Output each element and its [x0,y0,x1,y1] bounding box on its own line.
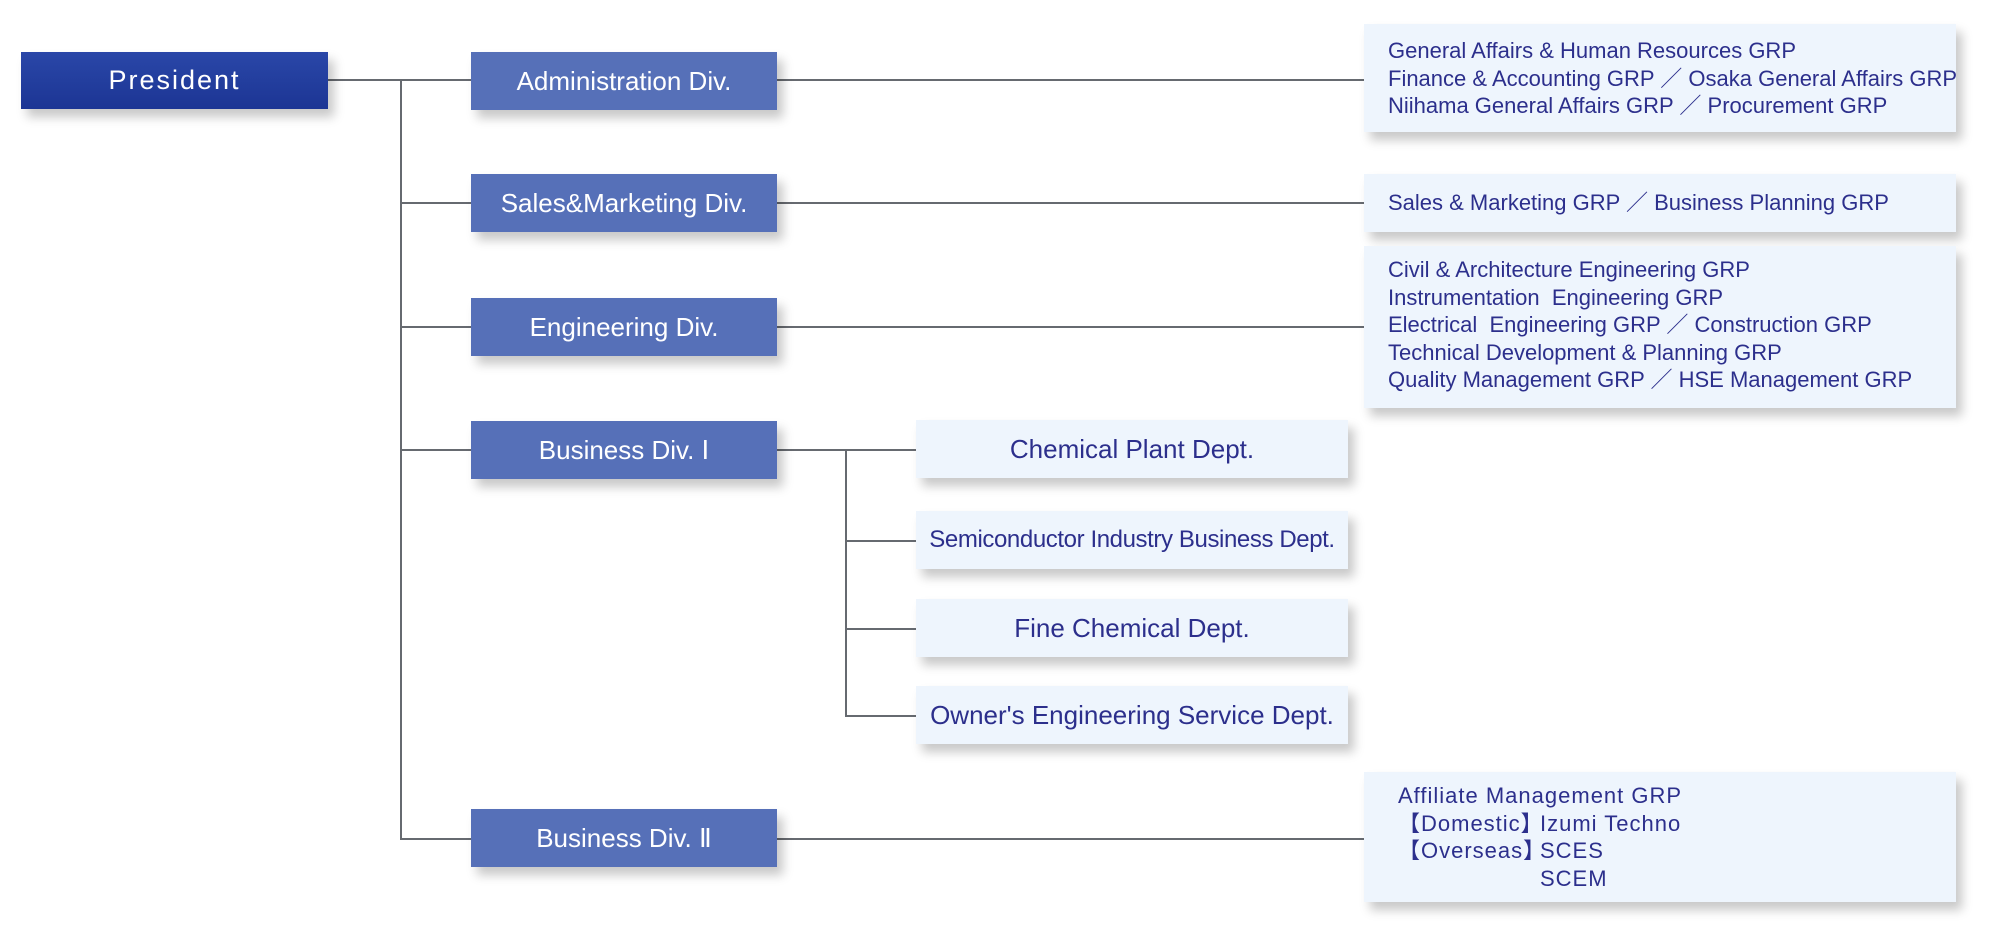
group-line: Technical Development & Planning GRP [1388,339,1782,365]
group-line: Quality Management GRP ／ HSE Management … [1388,367,1913,392]
overseas-line: SCEM [1398,865,1932,893]
business-div-1-box: Business Div. Ⅰ [471,421,777,479]
engineering-groups-box: Civil & Architecture Engineering GRP Ins… [1364,246,1956,408]
business-div-2-label: Business Div. Ⅱ [536,822,712,853]
overseas-line: 【Overseas】 SCES [1398,837,1932,865]
domestic-line: 【Domestic】 Izumi Techno [1398,810,1932,838]
connector-engineering-div [400,326,471,328]
connector-dept-semiconductor [845,540,916,542]
sales-groups-box: Sales & Marketing GRP ／ Business Plannin… [1364,174,1956,232]
admin-groups-box: General Affairs & Human Resources GRP Fi… [1364,24,1958,132]
connector-sales-groups [777,202,1364,204]
engineering-div-label: Engineering Div. [529,311,719,342]
business-div-1-label: Business Div. Ⅰ [538,434,710,465]
fine-chemical-dept-label: Fine Chemical Dept. [1014,612,1250,643]
connector-main-vertical [400,79,402,839]
semiconductor-dept-box: Semiconductor Industry Business Dept. [916,511,1348,569]
overseas-value: SCEM [1540,865,1608,891]
connector-president-trunk [328,79,400,81]
overseas-label: 【Overseas】 [1398,838,1547,863]
connector-departments-vertical [845,449,847,716]
connector-business-div-2-groups [777,838,1364,840]
group-line: Finance & Accounting GRP ／ Osaka General… [1388,65,1958,91]
administration-div-box: Administration Div. [471,52,777,110]
connector-business-div-1-departments [777,449,916,451]
group-line: Electrical Engineering GRP ／ Constructio… [1388,312,1872,337]
group-line: Civil & Architecture Engineering GRP [1388,257,1750,282]
domestic-label: 【Domestic】 [1398,810,1544,836]
group-line: General Affairs & Human Resources GRP [1388,38,1796,63]
chemical-plant-dept-label: Chemical Plant Dept. [1009,433,1255,464]
business-div-2-box: Business Div. Ⅱ [471,809,777,867]
group-line: Instrumentation Engineering GRP [1388,284,1724,310]
owners-engineering-dept-box: Owner's Engineering Service Dept. [916,686,1348,744]
affiliate-management-line: Affiliate Management GRP [1398,782,1932,810]
connector-business-div-2 [400,838,471,840]
connector-sales-div [400,202,471,204]
overseas-spacer [1398,865,1540,893]
president-label: President [108,65,241,95]
sales-marketing-div-label: Sales&Marketing Div. [500,187,748,218]
engineering-div-box: Engineering Div. [471,298,777,356]
overseas-value: SCES [1540,838,1604,863]
domestic-value: Izumi Techno [1540,810,1682,836]
fine-chemical-dept-box: Fine Chemical Dept. [916,599,1348,657]
semiconductor-dept-label: Semiconductor Industry Business Dept. [929,526,1335,553]
business-div-2-groups-box: Affiliate Management GRP 【Domestic】 Izum… [1364,772,1956,902]
connector-admin-groups [777,79,1364,81]
connector-engineering-groups [777,326,1364,328]
group-line: Niihama General Affairs GRP ／ Procuremen… [1388,93,1888,118]
administration-div-label: Administration Div. [516,65,732,96]
connector-dept-owners-engineering [845,715,916,717]
chemical-plant-dept-box: Chemical Plant Dept. [916,420,1348,478]
connector-admin-div [400,79,471,81]
connector-dept-fine-chemical [845,628,916,630]
sales-marketing-div-box: Sales&Marketing Div. [471,174,777,232]
connector-business-div-1 [400,449,471,451]
president-box: President [21,52,328,109]
owners-engineering-dept-label: Owner's Engineering Service Dept. [930,699,1334,730]
affiliate-management-label: Affiliate Management GRP [1398,783,1683,808]
group-line: Sales & Marketing GRP ／ Business Plannin… [1388,190,1889,216]
